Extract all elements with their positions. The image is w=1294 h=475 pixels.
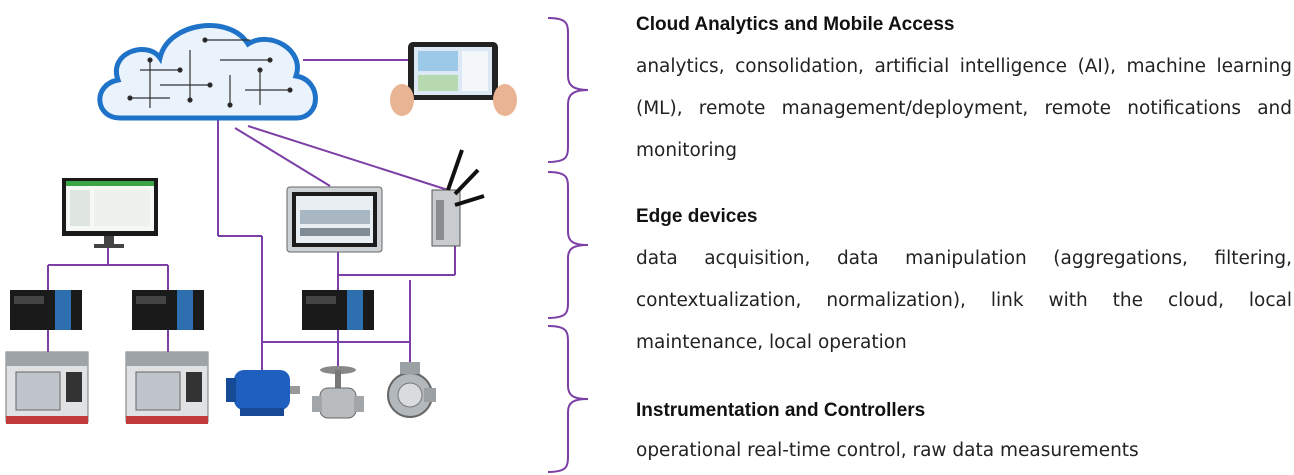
section-instrumentation: Instrumentation and Controllers operatio…: [636, 398, 1292, 472]
pump-icon: [387, 362, 436, 418]
valve-icon: [312, 366, 364, 419]
plc-icon: [10, 290, 82, 330]
plc-icon: [302, 290, 374, 330]
brace-instrumentation: [547, 325, 589, 473]
section-body: analytics, consolidation, artificial int…: [636, 56, 1292, 161]
section-title: Instrumentation and Controllers: [636, 400, 926, 421]
section-cloud: Cloud Analytics and Mobile Access analyt…: [636, 12, 1292, 172]
cloud-icon: [97, 23, 318, 121]
section-title: Cloud Analytics and Mobile Access: [636, 14, 955, 35]
section-title: Edge devices: [636, 206, 758, 227]
tablet-icon: [390, 42, 517, 116]
plc-icon: [132, 290, 204, 330]
section-edge: Edge devices data acquisition, data mani…: [636, 204, 1292, 364]
connection-lines: [47, 59, 456, 370]
cnc-machine-icon: [125, 351, 209, 424]
cnc-machine-icon: [5, 351, 89, 424]
brace-edge: [547, 171, 589, 319]
brace-cloud: [547, 17, 589, 163]
motor-icon: [226, 370, 300, 416]
hmi-panel-icon: [286, 186, 383, 253]
router-icon: [431, 149, 485, 247]
section-body: operational real-time control, raw data …: [636, 440, 1139, 461]
monitor-icon: [62, 178, 158, 248]
network-diagram: [5, 23, 517, 424]
section-body: data acquisition, data manipulation (agg…: [636, 248, 1292, 353]
